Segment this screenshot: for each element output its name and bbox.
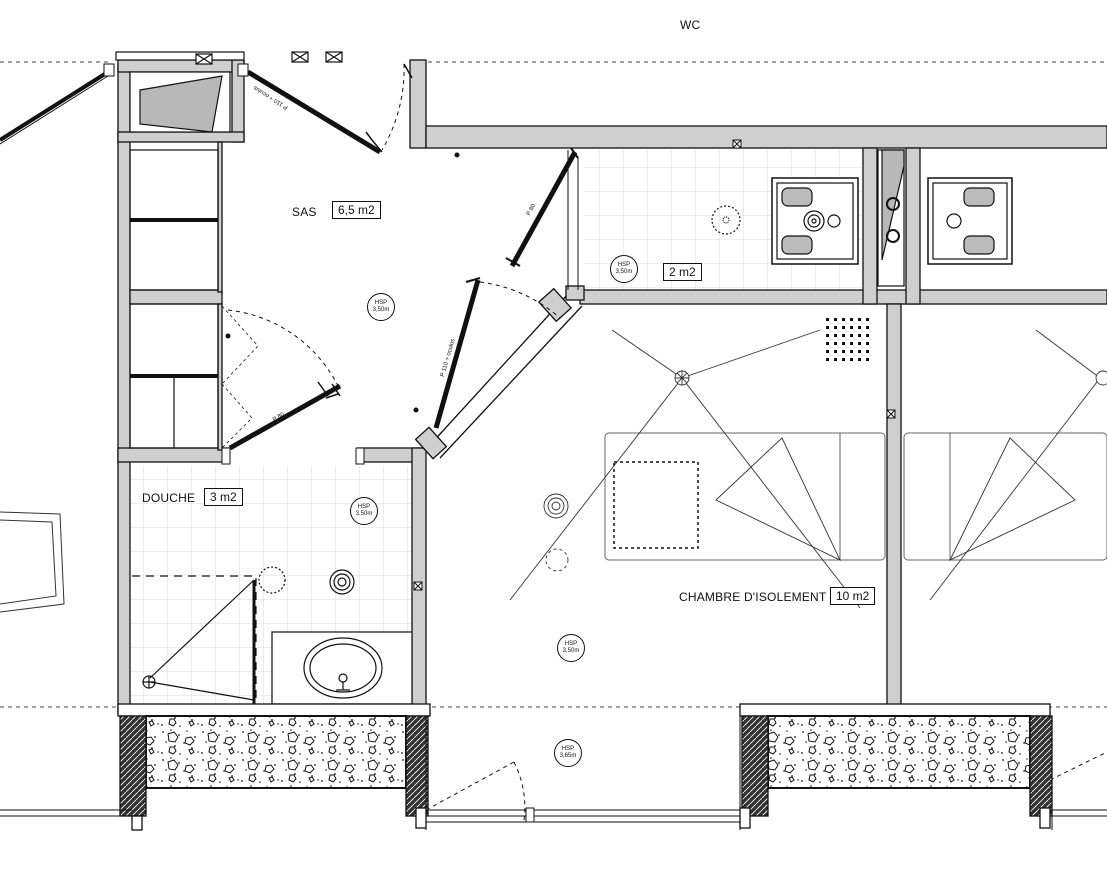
wc-area: 2 m2: [663, 263, 702, 281]
douche-area: 3 m2: [204, 488, 243, 506]
left-table: [0, 511, 65, 613]
sas-area: 6,5 m2: [332, 201, 381, 219]
chambre-bed: [604, 432, 1107, 561]
vent-grille: [826, 318, 869, 361]
ceiling-height-marker: HSP 3,50m: [350, 497, 378, 525]
shelf-swing-lines: [221, 305, 259, 449]
ceiling-height-value: 3,65m: [559, 753, 577, 759]
storage-cabinet: [115, 51, 343, 133]
ceiling-height-marker: HSP 3,50m: [610, 255, 638, 283]
angled-wall: [414, 285, 585, 460]
ceiling-height-label: HSP: [617, 262, 631, 268]
tiled-floors: [131, 150, 863, 704]
lighting-lines: [509, 329, 1107, 609]
doors: [0, 63, 1107, 821]
ceiling-height-label: HSP: [374, 300, 388, 306]
ceiling-height-label: HSP: [561, 746, 575, 752]
ceiling-height-marker: HSP 3,50m: [557, 634, 585, 662]
planter-right: [739, 703, 1053, 829]
sas-label: SAS: [292, 205, 317, 219]
ceiling-height-label: HSP: [357, 504, 371, 510]
wall-outlets: [221, 139, 896, 591]
left-shelving: [129, 149, 219, 449]
douche-fixtures: [132, 566, 413, 705]
chambre-area: 10 m2: [830, 587, 876, 605]
chambre-label: CHAMBRE D'ISOLEMENT: [679, 590, 827, 604]
ceiling-height-label: HSP: [564, 641, 578, 647]
planter-left: [117, 703, 431, 831]
ceiling-height-value: 3,50m: [372, 307, 390, 313]
wc-top-label: WC: [680, 18, 701, 32]
wc-fixtures: [711, 149, 1013, 287]
ceiling-height-marker: HSP 3,65m: [554, 739, 582, 767]
douche-label: DOUCHE: [142, 491, 196, 505]
ceiling-height-value: 3,50m: [615, 269, 633, 275]
ceiling-height-value: 3,50m: [355, 511, 373, 517]
ceiling-height-value: 3,50m: [562, 648, 580, 654]
facade-lines: [0, 716, 1107, 830]
ceiling-height-marker: HSP 3,50m: [367, 293, 395, 321]
